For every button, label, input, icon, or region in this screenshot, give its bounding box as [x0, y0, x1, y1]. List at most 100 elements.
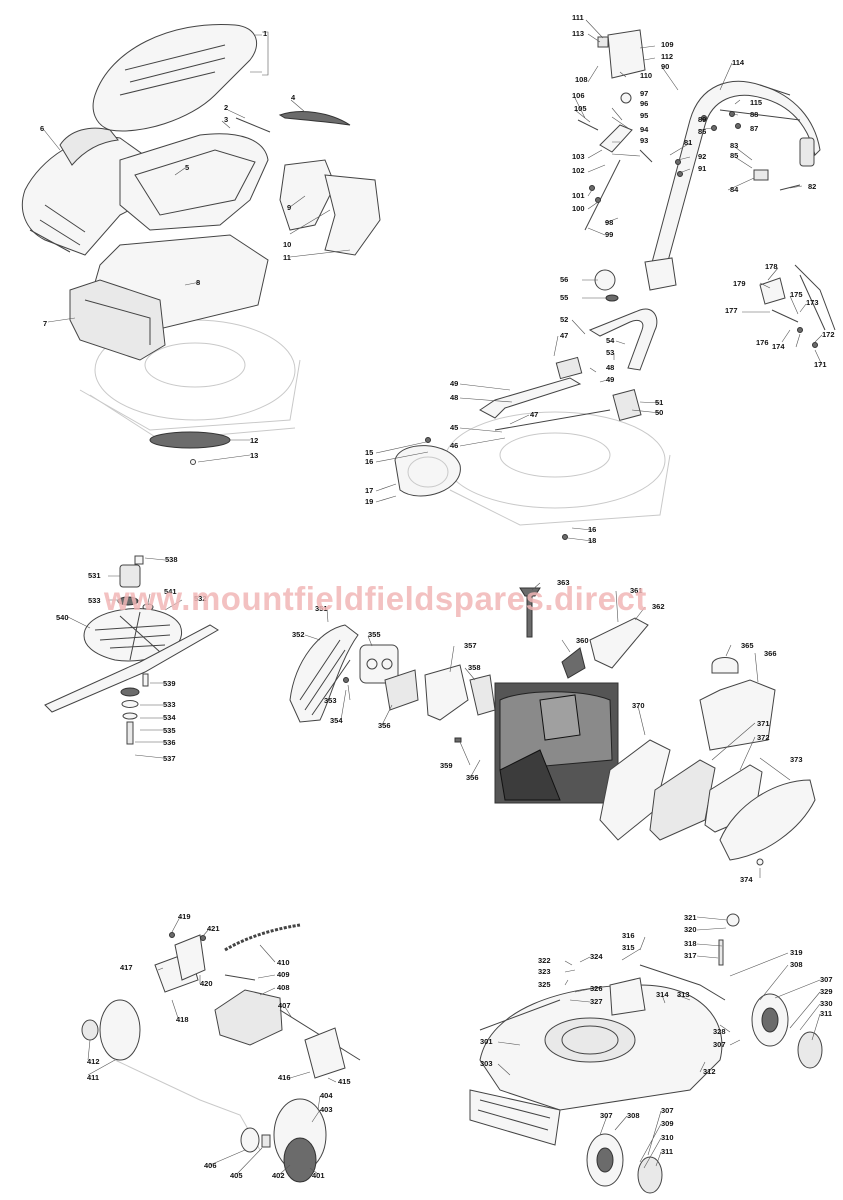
callout-301: 301 — [480, 1037, 493, 1046]
callout-103: 103 — [572, 152, 585, 161]
callout-93: 93 — [640, 136, 648, 145]
callout-111: 111 — [572, 13, 584, 22]
callout-18: 18 — [588, 536, 596, 545]
screw-13 — [190, 459, 196, 465]
callout-420: 420 — [200, 979, 213, 988]
adapter-538 — [134, 555, 144, 565]
callout-320: 320 — [684, 925, 697, 934]
engine-assembly: 363 361 351 362 352 355 357 360 365 366 … — [289, 578, 816, 884]
callout-535: 535 — [163, 726, 176, 735]
gear-403 — [283, 1137, 317, 1183]
callout-94: 94 — [640, 125, 649, 134]
washer-533 — [120, 687, 140, 697]
handle-cover — [59, 127, 119, 166]
bolt-82 — [779, 184, 801, 191]
callout-311: 311 — [820, 1009, 832, 1018]
nut-92 — [675, 159, 681, 165]
callout-373: 373 — [790, 755, 803, 764]
plate-420 — [174, 934, 206, 981]
callout-411: 411 — [87, 1073, 99, 1082]
callout-309: 309 — [661, 1119, 674, 1128]
deck-ghost-2 — [444, 411, 671, 526]
baffle-plate — [149, 431, 231, 449]
callout-54: 54 — [606, 336, 615, 345]
callout-416: 416 — [278, 1073, 291, 1082]
callout-326: 326 — [590, 984, 603, 993]
nut-421 — [200, 935, 206, 941]
callout-16: 16 — [365, 457, 373, 466]
lower-handle-assembly: 56 55 178 179 177 175 173 172 176 174 17… — [365, 262, 836, 545]
callout-308: 308 — [790, 960, 803, 969]
callout-175: 175 — [790, 290, 803, 299]
bracket-315 — [609, 977, 646, 1016]
callout-101: 101 — [572, 191, 585, 200]
lever-177 — [771, 309, 799, 323]
callout-110: 110 — [640, 71, 652, 80]
callout-173: 173 — [806, 298, 819, 307]
callout-407: 407 — [278, 1001, 291, 1010]
gearbox-408 — [214, 989, 283, 1046]
callout-312: 312 — [703, 1067, 716, 1076]
callout-534: 534 — [163, 713, 176, 722]
callout-321: 321 — [684, 913, 697, 922]
callout-313: 313 — [677, 990, 690, 999]
callout-308b: 308 — [627, 1111, 640, 1120]
callout-408: 408 — [277, 983, 290, 992]
callout-53: 53 — [606, 348, 614, 357]
callout-178: 178 — [765, 262, 778, 271]
blade-532 — [44, 624, 219, 713]
callout-83: 83 — [730, 141, 738, 150]
callout-328: 328 — [713, 1027, 726, 1036]
callout-358: 358 — [468, 663, 481, 672]
callout-98: 98 — [605, 218, 613, 227]
callout-360: 360 — [576, 636, 589, 645]
callout-47b: 47 — [530, 410, 538, 419]
callout-5: 5 — [185, 163, 189, 172]
callout-7: 7 — [43, 319, 47, 328]
spring-93 — [639, 149, 653, 163]
callout-17: 17 — [365, 486, 373, 495]
callout-372: 372 — [757, 733, 770, 742]
callout-370: 370 — [632, 701, 645, 710]
callout-179: 179 — [733, 279, 746, 288]
callout-51: 51 — [655, 398, 663, 407]
handle-ghost — [794, 264, 836, 331]
housing-front-panel — [69, 279, 166, 361]
belt-410 — [224, 923, 301, 952]
callout-533: 533 — [88, 596, 101, 605]
callout-533b: 533 — [163, 700, 176, 709]
top-cover — [92, 23, 258, 132]
fuel-tank-366 — [699, 679, 776, 751]
callout-100: 100 — [572, 204, 585, 213]
nut-86 — [711, 125, 717, 131]
callout-323: 323 — [538, 967, 551, 976]
chassis-frame — [119, 133, 269, 231]
callout-307d: 307 — [661, 1106, 674, 1115]
handle-bar-lower — [479, 377, 582, 419]
callout-311b: 311 — [661, 1147, 673, 1156]
handle-assembly: 111 113 109 112 90 108 110 114 97 96 106… — [572, 13, 821, 291]
callout-95: 95 — [640, 111, 648, 120]
knob-321 — [726, 913, 740, 927]
callout-538: 538 — [165, 555, 178, 564]
adjuster-plate-52 — [555, 356, 583, 380]
nut-174 — [797, 327, 803, 333]
callout-354: 354 — [330, 716, 343, 725]
callout-361: 361 — [630, 586, 643, 595]
callout-363: 363 — [557, 578, 570, 587]
fuel-cap-365 — [711, 657, 739, 674]
callout-115: 115 — [750, 98, 762, 107]
callout-351: 351 — [315, 604, 328, 613]
watermark-text: www.mountfieldfieldspares.direct — [103, 580, 647, 617]
callout-47: 47 — [560, 331, 568, 340]
callout-88: 88 — [750, 110, 758, 119]
hubcap-311-top — [797, 1031, 823, 1069]
filter-plate-371 — [649, 759, 716, 841]
callout-113: 113 — [572, 29, 584, 38]
lever-317 — [718, 939, 724, 966]
callout-16b: 16 — [588, 525, 596, 534]
callout-97: 97 — [640, 89, 648, 98]
callout-316: 316 — [622, 931, 635, 940]
callout-6: 6 — [40, 124, 44, 133]
callout-91: 91 — [698, 164, 706, 173]
